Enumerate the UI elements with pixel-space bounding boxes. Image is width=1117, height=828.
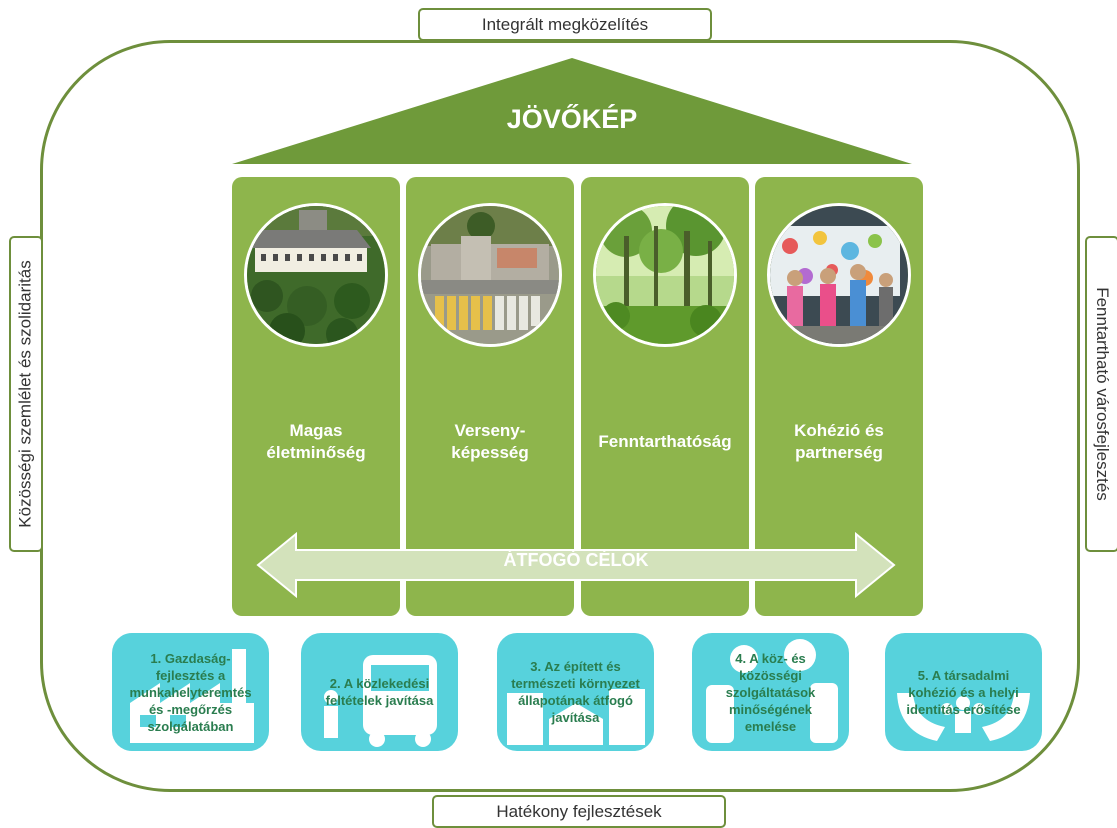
goal-box-4: 4. A köz- és közösségi szolgáltatások mi… <box>692 633 849 751</box>
frame-label-left: Közösségi szemlélet és szolidaritás <box>9 236 43 552</box>
goal-box-3: 3. Az épített és természeti környezet ál… <box>497 633 654 751</box>
goal-text: 1. Gazdaság- fejlesztés a munkahelyterem… <box>129 650 252 734</box>
double-arrow <box>256 532 896 598</box>
goal-text: 2. A közlekedési feltételek javítása <box>325 676 434 708</box>
factory-icon <box>130 649 254 743</box>
frame-label-top: Integrált megközelítés <box>418 8 712 41</box>
goal-box-1: 1. Gazdaság- fejlesztés a munkahelyterem… <box>112 633 269 751</box>
frame-label-bottom-text: Hatékony fejlesztések <box>496 801 662 821</box>
children-mural-photo <box>767 203 911 347</box>
frame-label-top-text: Integrált megközelítés <box>481 14 649 34</box>
pillar-cohesion: Kohézió és partnerség <box>755 177 923 616</box>
hands-icon <box>897 693 1030 741</box>
pillar-sustainability: Fenntarthatóság <box>581 177 749 616</box>
roof-title: JÖVŐKÉP <box>506 104 638 134</box>
pillar-label: Kohézió és partnerség <box>794 421 884 462</box>
frame-label-bottom: Hatékony fejlesztések <box>432 795 726 828</box>
frame-label-left-text: Közösségi szemlélet és szolidaritás <box>16 260 35 528</box>
goal-box-5: 5. A társadalmi kohézió és a helyi ident… <box>885 633 1042 751</box>
pillar-label: Fenntarthatóság <box>598 432 732 451</box>
bus-depot-photo <box>418 203 562 347</box>
pillar-quality-of-life: Magas életminőség <box>232 177 400 616</box>
goal-text: 3. Az épített és természeti környezet ál… <box>511 659 640 725</box>
goal-text: 5. A társadalmi kohézió és a helyi ident… <box>906 667 1021 717</box>
frame-label-right: Fenntartható városfejlesztés <box>1085 236 1117 552</box>
mansion-photo <box>244 203 388 347</box>
buildings-icon <box>507 689 645 745</box>
goal-text: 4. A köz- és közösségi szolgáltatások mi… <box>725 650 816 734</box>
forest-photo <box>593 203 737 347</box>
frame-label-right-text: Fenntartható városfejlesztés <box>1093 287 1112 501</box>
pillar-label: Magas életminőség <box>266 421 366 462</box>
goal-box-2: 2. A közlekedési feltételek javítása <box>301 633 458 751</box>
roof-triangle <box>232 58 912 164</box>
pillar-competitiveness: Verseny- képesség <box>406 177 574 616</box>
people-icon <box>706 639 838 743</box>
pillar-label: Verseny- képesség <box>451 421 529 462</box>
bus-icon <box>324 655 437 747</box>
arrow-label: ÁTFOGÓ CÉLOK <box>503 550 649 570</box>
